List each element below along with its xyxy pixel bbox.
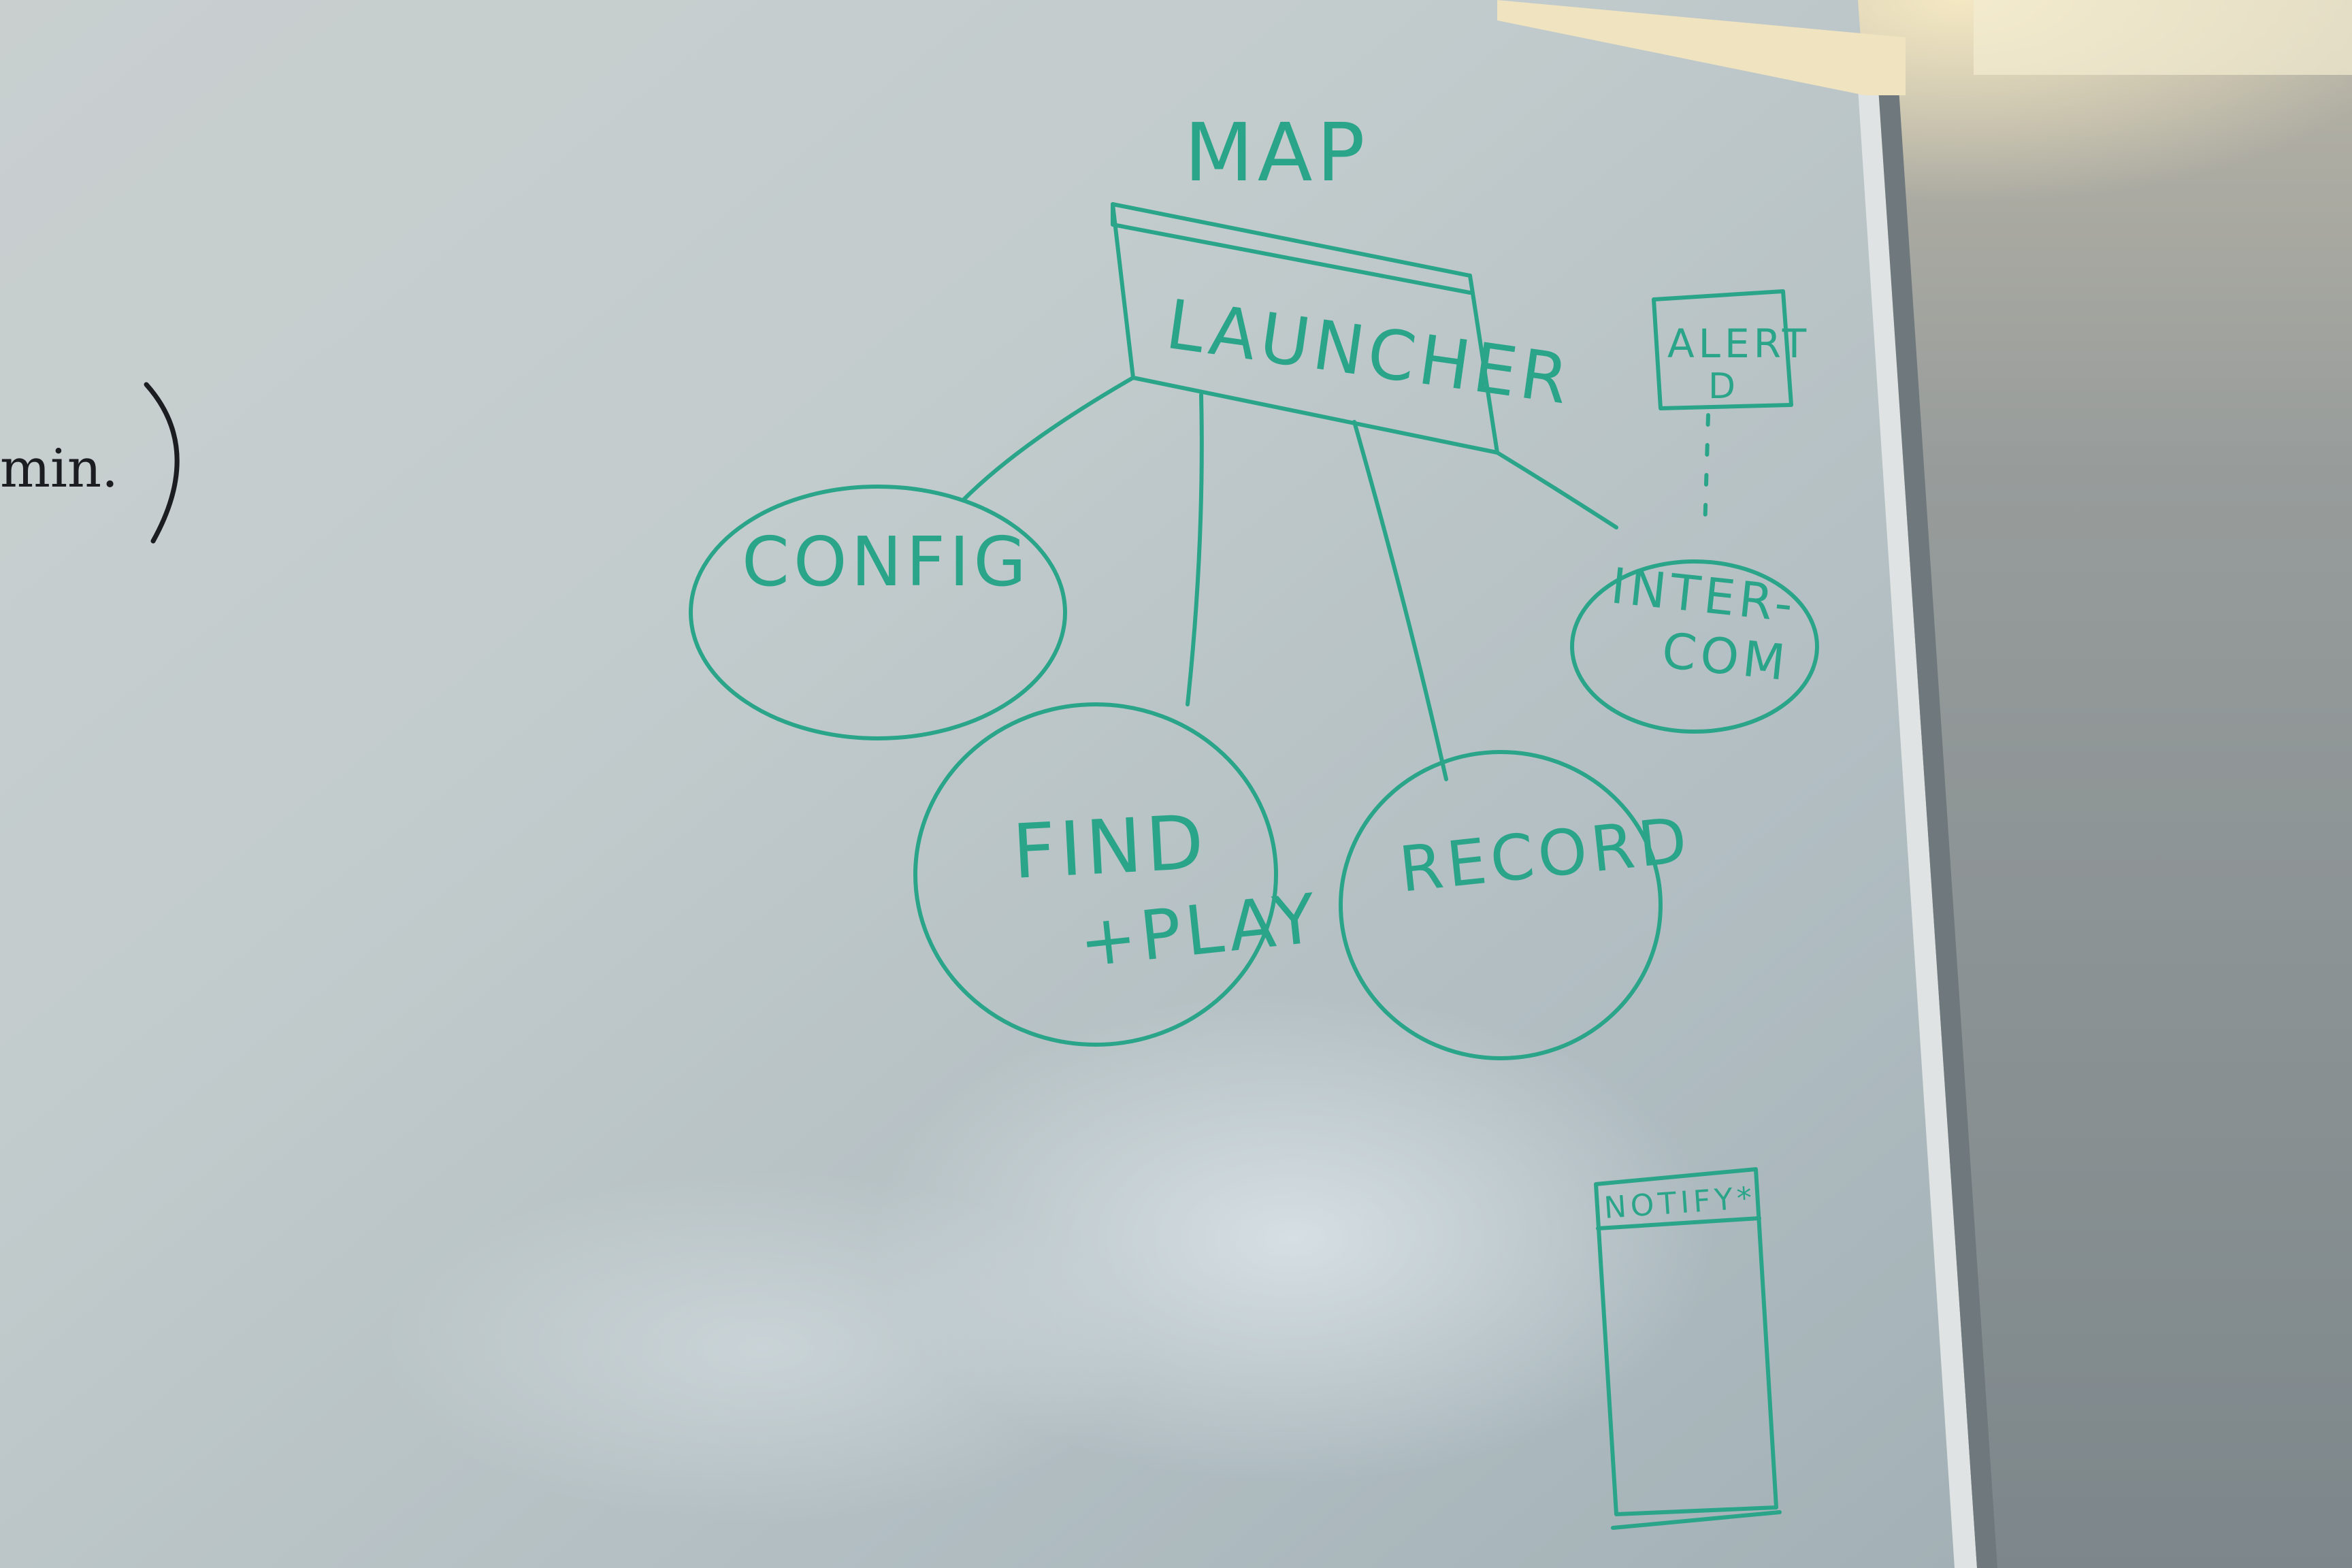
alert-box: ALERT D xyxy=(1652,289,1810,410)
left-note-paren xyxy=(144,382,180,544)
launcher-box-top-edge xyxy=(1111,202,1472,295)
connector-intercom xyxy=(1495,451,1618,529)
whiteboard-frame-shadow xyxy=(1878,88,1997,1568)
alert-box-line-2: D xyxy=(1708,366,1740,407)
whiteboard-frame-edge xyxy=(1858,88,1977,1568)
notify-box-outline xyxy=(1594,1167,1778,1516)
node-config: CONFIG xyxy=(689,485,1067,740)
node-record-circle xyxy=(1339,750,1663,1060)
connector-alert-dotted xyxy=(1703,413,1710,533)
left-note-text: min. xyxy=(0,438,118,500)
node-intercom-line-2: COM xyxy=(1659,621,1792,691)
diagram-title: MAP xyxy=(1184,105,1369,199)
node-intercom-circle xyxy=(1570,559,1819,734)
node-config-label: CONFIG xyxy=(742,522,1030,602)
node-find-play-line-1: FIND xyxy=(1011,798,1210,896)
connectors xyxy=(961,376,1710,781)
alert-box-outline xyxy=(1652,289,1793,410)
connector-find-play xyxy=(1186,393,1204,706)
node-config-circle xyxy=(689,485,1067,740)
top-rail xyxy=(1497,0,1906,95)
connector-config xyxy=(961,376,1135,502)
notify-box-underline xyxy=(1611,1510,1782,1530)
top-rail-light xyxy=(1974,0,2352,75)
node-find-play-circle xyxy=(913,702,1278,1047)
connector-record xyxy=(1352,420,1448,781)
alert-box-line-1: ALERT xyxy=(1667,321,1810,367)
notify-box-header-line xyxy=(1596,1216,1761,1230)
left-note: min. xyxy=(0,382,180,544)
glare-reflection-2 xyxy=(381,1171,1143,1524)
